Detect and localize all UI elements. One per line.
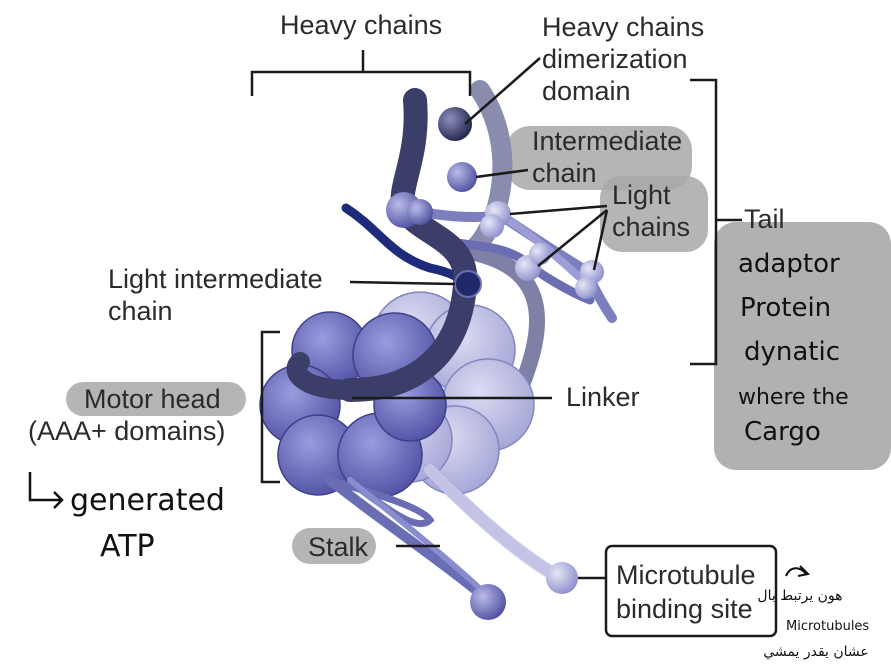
adaptor-note-line-3: dynatic [744,337,840,367]
light-intermediate-bead [455,271,481,297]
light-chain-bead-2 [480,214,504,238]
intermediate-chain-bead [447,162,477,192]
adaptor-note-line-4: where the [738,385,849,410]
light-chain-bead-4 [529,243,551,265]
label-dimerization-line-1: Heavy chains [542,12,704,42]
arabic-note-line-1: هون يرتبط بال [757,588,842,604]
label-light-intermediate-line-2: chain [108,296,173,326]
label-light-chains-line-2: chains [612,212,690,242]
label-motor-head-line-2: (AAA+ domains) [28,416,225,446]
stalk-tip-bead [470,584,506,620]
label-dimerization-line-2: dimerization [542,44,688,74]
adaptor-note-line-2: Protein [740,293,831,323]
label-tail: Tail [744,204,785,234]
generated-atp-line-2: ATP [100,529,155,564]
light-chain-bead-6 [575,277,597,299]
microtubule-binding-bead [546,562,578,594]
dimerization-bead [438,107,472,141]
label-light-intermediate-line-1: Light intermediate [108,264,323,294]
label-intermediate-line-1: Intermediate [532,126,682,156]
label-motor-head-line-1: Motor head [84,384,221,414]
front-motor-ring [260,312,446,497]
arabic-note-line-3: عشان يقدر يمشي [763,644,869,660]
neck-bead [407,199,433,225]
label-light-chains-line-1: Light [612,180,671,210]
light-chains-leader-1 [510,206,607,214]
label-microtubule-line-1: Microtubule [616,560,756,590]
label-dimerization-line-3: domain [542,76,631,106]
label-stalk: Stalk [308,532,369,562]
adaptor-note-line-1: adaptor [738,249,840,279]
generated-atp-note: generated ATP [30,472,225,564]
heavy-chains-bracket [252,50,470,96]
label-linker: Linker [566,382,640,412]
label-intermediate-line-2: chain [532,158,597,188]
curved-arrow-icon [786,566,808,576]
label-dimerization: Heavy chains dimerization domain [542,12,712,106]
arrow-icon [30,472,62,508]
adaptor-note-line-5: Cargo [744,417,821,447]
light-intermediate-leader [350,282,455,284]
label-heavy-chains: Heavy chains [280,10,442,40]
generated-atp-line-1: generated [70,483,225,518]
label-light-intermediate: Light intermediate chain [108,264,330,326]
label-microtubule-line-2: binding site [616,594,753,624]
arabic-note-line-2: Microtubules [786,619,869,634]
